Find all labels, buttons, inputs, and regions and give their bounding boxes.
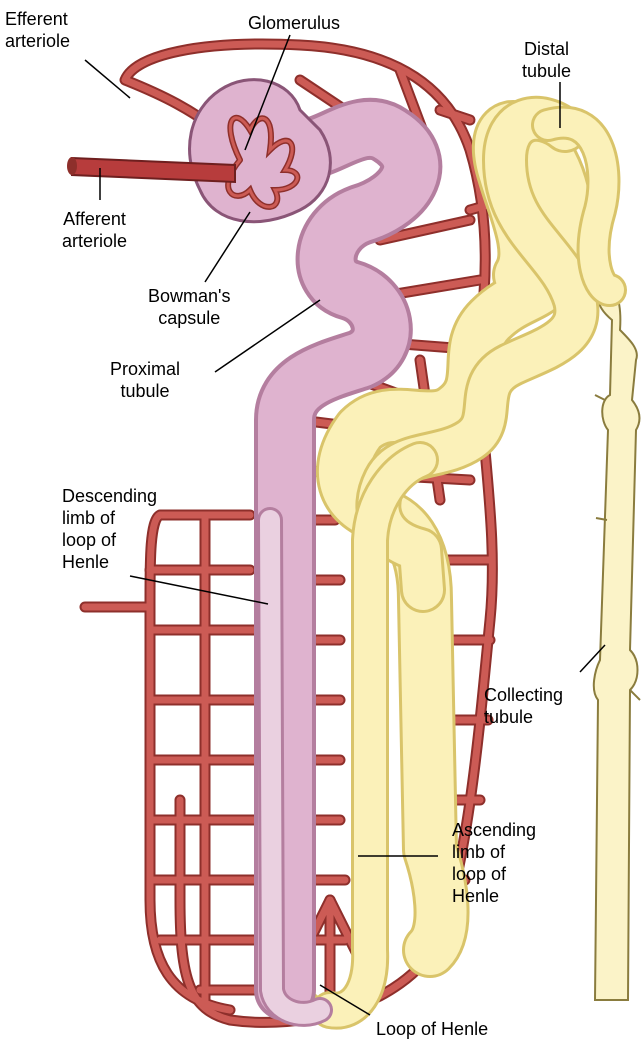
collecting-tubule: [594, 287, 640, 1000]
label-glomerulus: Glomerulus: [248, 12, 340, 34]
label-loop-of-henle: Loop of Henle: [376, 1018, 488, 1040]
leader-bowman: [205, 212, 250, 282]
